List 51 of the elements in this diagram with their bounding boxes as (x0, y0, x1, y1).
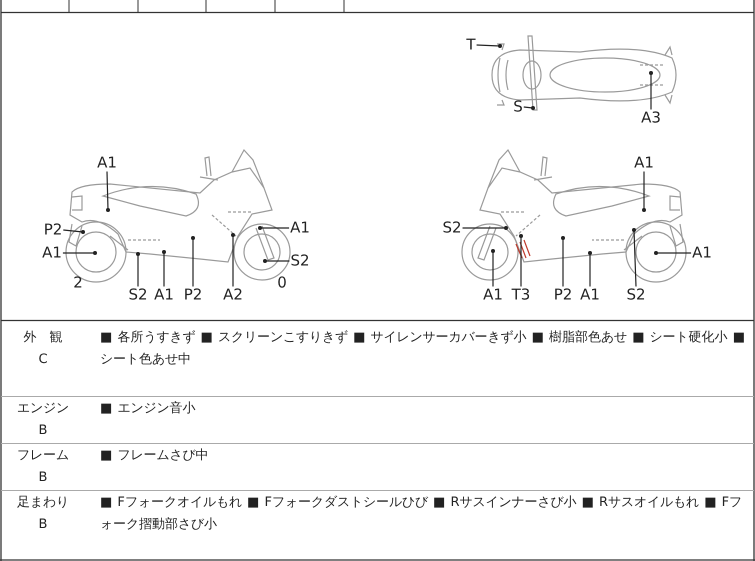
callout-label: P2 (554, 286, 572, 304)
callout-label: A1 (154, 286, 174, 304)
leader-line (632, 228, 637, 287)
remarks-text: ■ エンジン音小 (100, 400, 196, 418)
grade-label: B (38, 516, 48, 534)
callout-label: A2 (223, 286, 243, 304)
remarks-text: ■ 各所うすきず ■ スクリーンこすりきず ■ サイレンサーカバーきず小 ■ 樹脂部色あせ ■ シート硬化小 ■ シート色あせ中 (100, 329, 746, 369)
category-label: フレーム (17, 447, 69, 465)
leader-line (263, 259, 290, 263)
callout-label: S2 (626, 286, 646, 304)
callout-label: T (466, 36, 476, 54)
callout-label: A3 (641, 110, 661, 126)
leader-line (476, 44, 502, 48)
leader-line (191, 236, 195, 286)
callout-label: A1 (580, 286, 600, 304)
callout-label: T3 (512, 286, 530, 304)
grade-label: B (38, 469, 48, 487)
leader-line (642, 172, 646, 212)
remarks-text: ■ Fフォークオイルもれ ■ Fフォークダストシールひび ■ Rサスインナーさび小 ■ Rサスオイルもれ ■ Fフォーク摺動部さび小 (100, 494, 744, 534)
callout-label: A1 (692, 244, 712, 262)
callout-label: A1 (42, 244, 62, 262)
callout-label: A1 (634, 154, 654, 172)
callout-label: P2 (184, 286, 202, 304)
leader-line (63, 229, 85, 234)
category-label: 足まわり (17, 494, 69, 512)
leader-line (106, 171, 110, 212)
leader-line (231, 233, 235, 286)
leader-line (649, 71, 653, 110)
callout-label: S2 (442, 220, 462, 236)
view-number: 0 (277, 274, 287, 292)
category-label: エンジン (17, 400, 69, 418)
callout-label: S2 (290, 252, 310, 270)
callout-label: A1 (290, 220, 310, 236)
category-label: 外 観 (24, 329, 62, 347)
leader-line (524, 106, 535, 110)
callout-label: A1 (97, 154, 117, 172)
callout-label: S2 (128, 286, 148, 304)
leader-line (62, 251, 97, 255)
callout-label: A1 (483, 286, 503, 304)
leader-line (136, 252, 140, 286)
grade-label: C (38, 351, 48, 369)
leader-line (561, 236, 565, 286)
leader-line (588, 251, 592, 286)
callout-label: S (513, 98, 523, 116)
remarks-text: ■ フレームさび中 (100, 447, 210, 465)
leader-line (519, 234, 523, 286)
leader-line (162, 250, 166, 286)
callout-label: P2 (44, 222, 62, 238)
grade-label: B (38, 422, 48, 440)
view-number: 2 (73, 274, 83, 292)
leader-line (654, 251, 692, 255)
